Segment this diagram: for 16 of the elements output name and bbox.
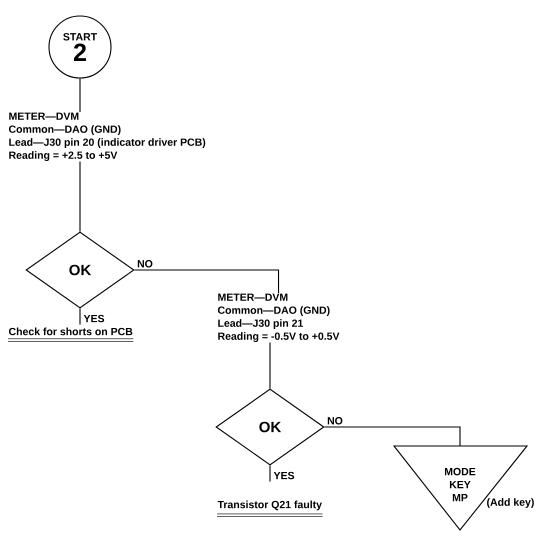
connector-line: [134, 269, 280, 293]
instruction-text: METER—DVM Common—DAO (GND) Lead—J30 pin 21 Reading = -0.5V to +0.5V: [218, 294, 340, 342]
edge-label: YES: [82, 314, 106, 324]
connector-line: [79, 308, 81, 325]
result-label: Transistor Q21 faulty: [216, 500, 323, 517]
connector-line: [269, 342, 271, 388]
connector-line: [79, 78, 81, 112]
result-label: Check for shorts on PCB: [8, 328, 134, 342]
connector-line: [269, 466, 271, 482]
connector-line: [324, 426, 461, 446]
edge-label: YES: [272, 470, 296, 480]
connector-line: [79, 162, 81, 232]
edge-label: NO: [136, 259, 154, 268]
edge-label: NO: [326, 416, 344, 426]
note-text: (Add key): [487, 498, 534, 508]
instruction-text: METER—DVM Common—DAO (GND) Lead—J30 pin 20 (indicator driver PCB) Reading = +2.5 to +5V: [8, 112, 206, 161]
